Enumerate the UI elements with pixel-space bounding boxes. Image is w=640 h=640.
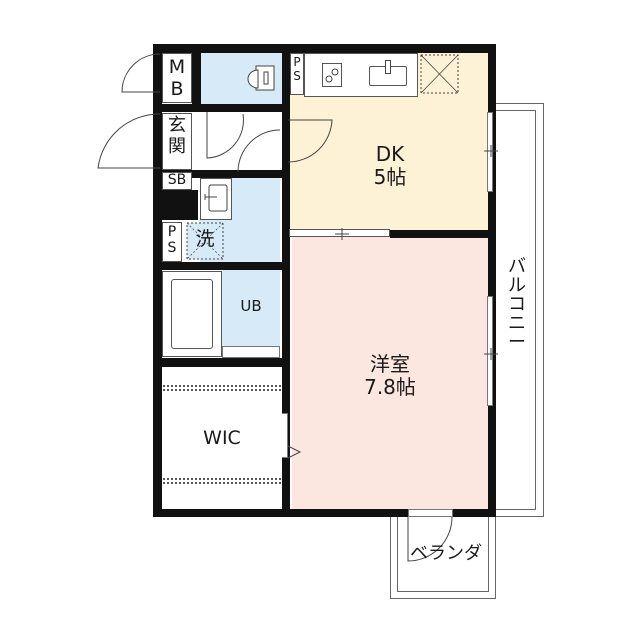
toilet-icon: [247, 65, 275, 91]
mb-label: M B: [168, 56, 186, 100]
wall-ub-bottom: [153, 358, 288, 367]
outer-wall-right: [488, 44, 496, 517]
dk-name-label: DK: [375, 142, 405, 166]
wall-left-column: [153, 44, 200, 53]
toilet-door-swing-icon: [206, 112, 244, 159]
wall-ps-right: [282, 44, 290, 96]
wic-label: WIC: [203, 427, 241, 449]
wall-dk-left: [282, 96, 290, 512]
dk-door-swing-icon: [287, 119, 333, 163]
stove-burners-icon: [325, 68, 339, 83]
unit-bath-floor: [222, 270, 280, 346]
ub-label: UB: [240, 297, 262, 315]
balcony-label: バ ル コ ニ ー: [508, 256, 526, 353]
veranda-door-swing-icon: [407, 516, 453, 562]
sb-box: [162, 172, 192, 190]
faucet-icon: [385, 60, 391, 74]
wic-shelf-bottom: [163, 478, 281, 484]
balcony-outline-inner: [496, 110, 536, 510]
western-name-label: 洋室: [370, 352, 410, 376]
ps-top-label: P S: [293, 55, 301, 83]
genkan-label: 玄 関: [168, 115, 186, 157]
window-mark-icon: [335, 228, 349, 240]
dk-sliding-door[interactable]: [289, 229, 390, 237]
outer-wall-top: [153, 44, 496, 53]
dk-size-label: 5帖: [373, 165, 407, 189]
wall-sb-block: [153, 190, 198, 220]
entrance-door-swing-icon: [97, 113, 161, 169]
washroom-door-swing-icon: [237, 129, 281, 173]
western-room-floor: [292, 236, 488, 510]
ps-top-box: [290, 53, 304, 95]
veranda-door[interactable]: [408, 509, 453, 517]
ps-mid-label: P S: [167, 224, 177, 257]
western-size-label: 7.8帖: [364, 375, 416, 399]
wall-toilet-bottom: [153, 104, 288, 112]
bathtub-icon: [171, 279, 213, 349]
washer-label: 洗: [195, 228, 215, 250]
mb-door-swing-icon: [121, 53, 161, 93]
western-window[interactable]: [487, 296, 493, 406]
wic-door-arrow-icon: [287, 445, 302, 459]
window-mark-icon: [484, 145, 498, 157]
wic-shelf-top: [163, 385, 281, 391]
dk-window[interactable]: [487, 112, 493, 192]
fridge-space-icon: [420, 54, 459, 94]
veranda-outline-outer: [390, 517, 496, 599]
entry-hall: [200, 112, 282, 170]
ps-mid-box: [162, 222, 182, 262]
wall-dk-bottom: [390, 230, 496, 238]
washbasin-icon: [204, 184, 228, 212]
balcony-outline-outer: [496, 103, 544, 517]
washer-space-icon: [186, 222, 224, 260]
outer-wall-left: [153, 44, 162, 517]
veranda-outline-inner: [397, 517, 489, 592]
wall-genkan-bottom: [153, 170, 288, 178]
wall-washroom-bottom: [153, 262, 288, 270]
veranda-label: ベランダ: [410, 543, 482, 564]
sb-label: SB: [167, 172, 187, 188]
wic-door[interactable]: [281, 413, 288, 458]
window-mark-icon: [484, 348, 498, 360]
mb-box: [162, 53, 192, 103]
outer-wall-bottom: [153, 509, 496, 517]
genkan-box: [162, 113, 192, 170]
wall-mb-right: [192, 44, 201, 110]
ub-door[interactable]: [222, 346, 280, 358]
